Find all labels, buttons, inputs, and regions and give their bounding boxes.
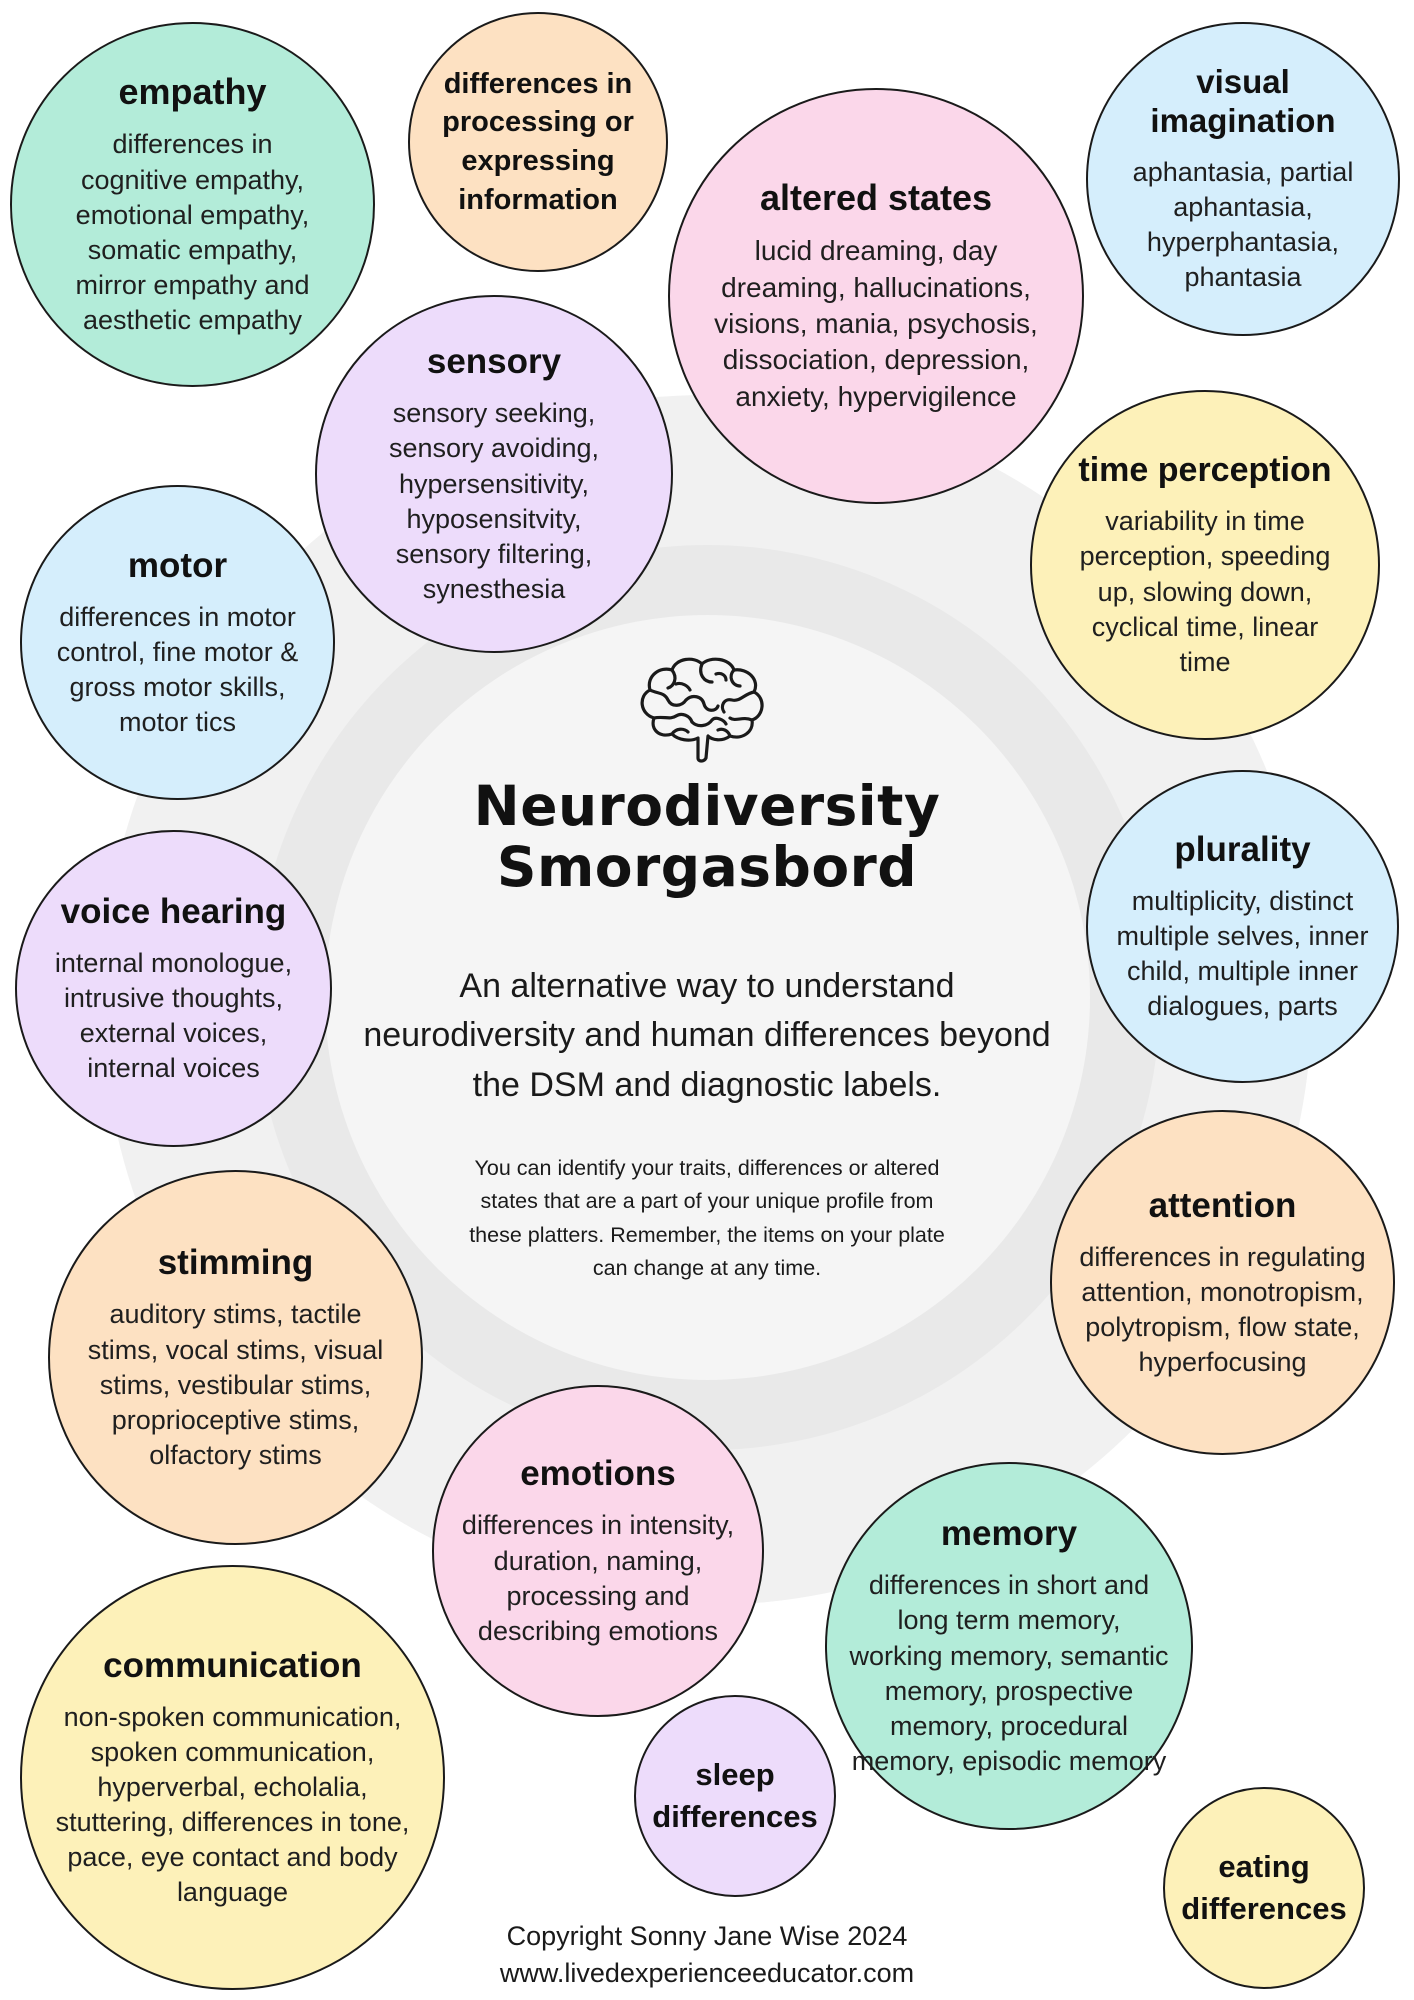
- bubble-title: attention: [1148, 1185, 1297, 1225]
- bubble-empathy: empathy differences in cognitive empathy…: [10, 22, 375, 387]
- bubble-description: multiplicity, distinct multiple selves, …: [1116, 885, 1369, 1022]
- bubble-motor: motor differences in motor control, fine…: [20, 485, 335, 800]
- copyright-text: Copyright Sonny Jane Wise 2024: [506, 1921, 908, 1951]
- bubble-communication: communication non-spoken communication, …: [20, 1565, 445, 1990]
- bubble-title: empathy: [118, 70, 267, 112]
- bubble-processing: differences in processing or expressing …: [408, 12, 668, 272]
- bubble-description: differences in short and long term memor…: [849, 1570, 1169, 1776]
- bubble-description: differences in intensity, duration, nami…: [461, 1510, 735, 1646]
- bubble-title: differences in processing or expressing …: [442, 67, 634, 216]
- title-line-2: Smorgasbord: [496, 834, 918, 899]
- bubble-time-perception: time perception variability in time perc…: [1030, 390, 1380, 740]
- bubble-voice-hearing: voice hearing internal monologue, intrus…: [15, 830, 332, 1147]
- bubble-description: aphantasia, partial aphantasia, hyperpha…: [1132, 156, 1354, 293]
- bubble-description: non-spoken communication, spoken communi…: [55, 1701, 410, 1908]
- bubble-description: internal monologue, intrusive thoughts, …: [54, 947, 293, 1084]
- bubble-plurality: plurality multiplicity, distinct multipl…: [1086, 770, 1399, 1083]
- bubble-title: stimming: [157, 1243, 314, 1283]
- bubble-eating: eating differences: [1163, 1787, 1365, 1989]
- bubble-description: variability in time perception, speeding…: [1079, 506, 1331, 677]
- bubble-title: visual imagination: [1150, 62, 1336, 139]
- bubble-title: emotions: [520, 1454, 676, 1494]
- page-subtitle: An alternative way to understand neurodi…: [363, 967, 1051, 1104]
- bubble-memory: memory differences in short and long ter…: [825, 1462, 1193, 1830]
- bubble-title: altered states: [759, 176, 993, 218]
- bubble-description: differences in motor control, fine motor…: [56, 601, 299, 738]
- footer: Copyright Sonny Jane Wise 2024 www.lived…: [400, 1918, 1014, 1993]
- bubble-sleep: sleep differences: [634, 1695, 836, 1897]
- bubble-title: sensory: [426, 342, 562, 382]
- bubble-title: motor: [127, 545, 228, 585]
- website-link[interactable]: www.livedexperienceeducator.com: [499, 1958, 915, 1989]
- bubble-title: eating differences: [1181, 1849, 1347, 1926]
- bubble-description: auditory stims, tactile stims, vocal sti…: [87, 1299, 384, 1470]
- title-line-1: Neurodiversity: [473, 774, 941, 838]
- bubble-altered-states: altered states lucid dreaming, day dream…: [668, 88, 1084, 504]
- bubble-title: sleep differences: [652, 1757, 818, 1834]
- bubble-description: lucid dreaming, day dreaming, hallucinat…: [714, 235, 1038, 412]
- bubble-description: sensory seeking, sensory avoiding, hyper…: [388, 398, 600, 604]
- bubble-title: time perception: [1078, 451, 1332, 490]
- bubble-title: communication: [103, 1645, 362, 1685]
- bubble-title: voice hearing: [60, 891, 287, 931]
- bubble-visual-imagination: visual imagination aphantasia, partial a…: [1086, 22, 1400, 336]
- page-title: Neurodiversity Smorgasbord: [357, 776, 1057, 897]
- bubble-sensory: sensory sensory seeking, sensory avoidin…: [315, 295, 673, 653]
- bubble-attention: attention differences in regulating atte…: [1050, 1110, 1395, 1455]
- bubble-stimming: stimming auditory stims, tactile stims, …: [48, 1170, 423, 1545]
- bubble-description: differences in cognitive empathy, emotio…: [75, 129, 310, 335]
- instructions-note: You can identify your traits, difference…: [469, 1156, 945, 1280]
- brain-icon: [640, 657, 764, 763]
- bubble-emotions: emotions differences in intensity, durat…: [432, 1385, 764, 1717]
- bubble-title: plurality: [1174, 829, 1311, 869]
- bubble-description: differences in regulating attention, mon…: [1079, 1241, 1366, 1378]
- bubble-title: memory: [940, 1514, 1078, 1554]
